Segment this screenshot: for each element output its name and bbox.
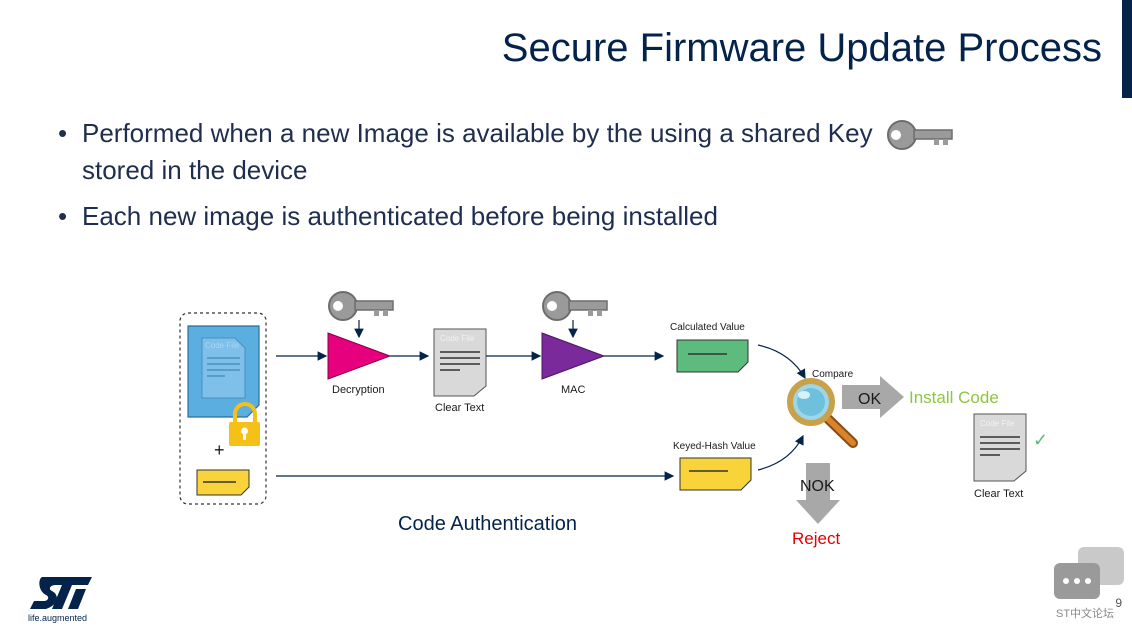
- page-number: 9: [1115, 596, 1122, 610]
- clear-text-label: Clear Text: [435, 402, 484, 414]
- installed-code-document: Code File: [973, 413, 1027, 482]
- st-logo-icon: [30, 577, 92, 609]
- arrow-calculated-to-compare: [757, 344, 806, 380]
- nok-label: NOK: [800, 478, 835, 495]
- compare-label: Compare: [812, 369, 854, 380]
- bullet-dot: •: [58, 118, 68, 148]
- ok-label: OK: [858, 391, 881, 408]
- bullet-2: • Each new image is authenticated before …: [58, 199, 718, 233]
- plus-sign: +: [214, 440, 225, 460]
- keyed-hash-note: [679, 457, 752, 491]
- bullet-1-line-2: stored in the device: [82, 155, 308, 186]
- clear-text-document: Code File: [433, 328, 487, 397]
- bullet-1-line-1: Performed when a new Image is available …: [82, 118, 873, 148]
- magnifier-icon: [787, 378, 858, 448]
- bullet-dot: •: [58, 201, 68, 231]
- calculated-value-label: Calculated Value: [670, 322, 745, 333]
- clear-text-file-label: Code File: [440, 334, 475, 343]
- shared-key-note: [196, 469, 250, 496]
- check-icon: ✓: [1033, 430, 1048, 450]
- bullet-2-text: Each new image is authenticated before b…: [82, 201, 718, 231]
- installed-file-label: Code File: [980, 419, 1015, 428]
- key-icon: [542, 291, 608, 321]
- keyed-hash-label: Keyed-Hash Value: [673, 441, 756, 452]
- ok-arrow: [842, 376, 904, 418]
- encrypted-file-label: Code File: [205, 341, 240, 350]
- padlock-icon: [229, 402, 260, 446]
- mac-block: [541, 332, 606, 380]
- key-icon: [328, 291, 394, 321]
- watermark-text: ST中文论坛: [1056, 608, 1115, 620]
- installed-clear-text-label: Clear Text: [974, 488, 1023, 500]
- calculated-value-note: [676, 339, 749, 373]
- install-code-label: Install Code: [909, 388, 999, 407]
- reject-label: Reject: [792, 529, 840, 548]
- decryption-label: Decryption: [332, 384, 385, 396]
- decryption-block: [327, 332, 392, 380]
- key-icon: [886, 120, 953, 151]
- bullet-1: • Performed when a new Image is available…: [58, 116, 1038, 187]
- logo-tagline: life.augmented: [28, 613, 88, 623]
- title-accent-bar: [1122, 0, 1132, 98]
- slide-title: Secure Firmware Update Process: [501, 26, 1102, 70]
- code-authentication-label: Code Authentication: [398, 513, 577, 535]
- chat-icon: [1054, 547, 1124, 599]
- input-package-box: [179, 312, 267, 505]
- mac-label: MAC: [561, 384, 586, 396]
- nok-arrow: [796, 463, 840, 524]
- arrow-keyed-hash-to-compare: [757, 434, 804, 471]
